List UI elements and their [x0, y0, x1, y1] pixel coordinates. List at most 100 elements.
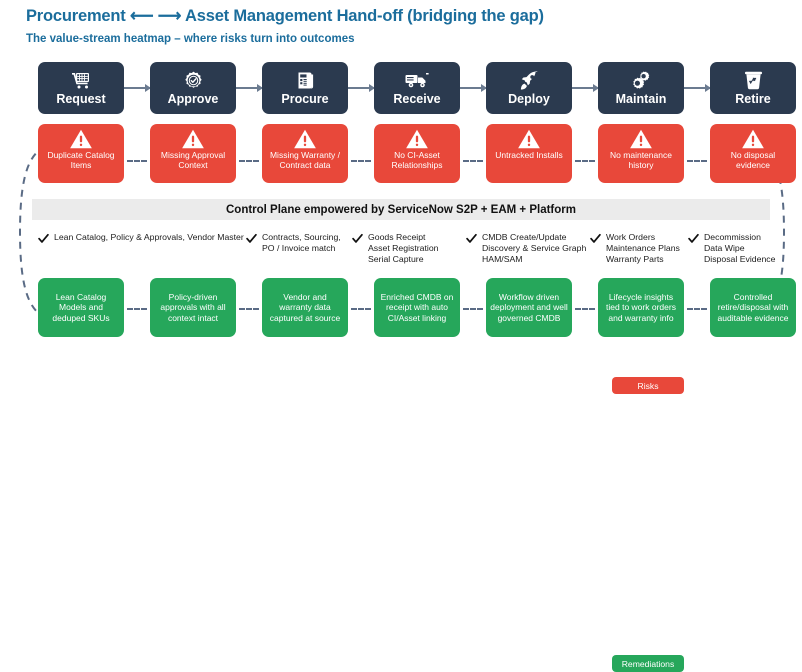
check-icon: [38, 233, 49, 243]
page-title: Procurement ⟵ ⟶ Asset Management Hand-of…: [26, 7, 544, 25]
capability-label: Lean Catalog, Policy & Approvals, Vendor…: [54, 232, 244, 242]
legend-label: Risks: [637, 380, 659, 391]
risk-label: Untracked Installs: [495, 150, 563, 160]
risk-dash-1: [127, 160, 147, 162]
remediation-label: Controlled retire/disposal with auditabl…: [717, 291, 789, 323]
stage-label: Retire: [735, 92, 771, 106]
remediation-dash-1: [127, 308, 147, 310]
risk-dash-3: [351, 160, 371, 162]
capability-label: Goods Receipt Asset Registration Serial …: [368, 232, 439, 264]
stage-arrow-6: [684, 84, 711, 92]
gears-icon: [630, 70, 652, 90]
stage-label: Request: [56, 92, 106, 106]
warning-icon: [630, 129, 652, 149]
delivery-truck-icon: [405, 70, 429, 90]
remediation-dash-6: [687, 308, 707, 310]
remediation-card-maintain[interactable]: Lifecycle insights tied to work orders a…: [598, 278, 684, 337]
remediation-card-retire[interactable]: Controlled retire/disposal with auditabl…: [710, 278, 796, 337]
capability-item-catalog: Lean Catalog, Policy & Approvals, Vendor…: [38, 232, 244, 244]
stage-label: Maintain: [615, 92, 667, 106]
stage-receive[interactable]: Receive: [374, 62, 460, 114]
stage-retire[interactable]: Retire: [710, 62, 796, 114]
recycle-bin-icon: [744, 70, 763, 90]
remediation-dash-4: [463, 308, 483, 310]
check-icon: [246, 233, 257, 243]
remediation-card-deploy[interactable]: Workflow driven deployment and well gove…: [486, 278, 572, 337]
remediation-card-receive[interactable]: Enriched CMDB on receipt with auto CI/As…: [374, 278, 460, 337]
remediation-card-approve[interactable]: Policy-driven approvals with all context…: [150, 278, 236, 337]
warning-icon: [294, 129, 316, 149]
check-icon: [352, 233, 363, 243]
warning-icon: [70, 129, 92, 149]
remediation-card-procure[interactable]: Vendor and warranty data captured at sou…: [262, 278, 348, 337]
invoice-scroll-icon: [296, 70, 314, 90]
capability-label: Work Orders Maintenance Plans Warranty P…: [606, 232, 680, 264]
risk-card-deploy[interactable]: Untracked Installs: [486, 124, 572, 183]
legend-item-risks: Risks: [612, 377, 684, 394]
stage-arrow-3: [348, 84, 375, 92]
remediation-label: Policy-driven approvals with all context…: [160, 291, 226, 323]
stage-label: Receive: [393, 92, 441, 106]
stage-label: Procure: [281, 92, 329, 106]
remediation-dash-3: [351, 308, 371, 310]
warning-icon: [518, 129, 540, 149]
check-icon: [466, 233, 477, 243]
check-icon: [590, 233, 601, 243]
remediation-label: Vendor and warranty data captured at sou…: [269, 291, 341, 323]
remediation-label: Lifecycle insights tied to work orders a…: [606, 291, 676, 323]
capability-label: CMDB Create/Update Discovery & Service G…: [482, 232, 587, 264]
risk-dash-6: [687, 160, 707, 162]
risk-dash-4: [463, 160, 483, 162]
remediation-label: Enriched CMDB on receipt with auto CI/As…: [380, 291, 454, 323]
stage-arrow-5: [572, 84, 599, 92]
stage-request[interactable]: Request: [38, 62, 124, 114]
capability-label: Decommission Data Wipe Disposal Evidence: [704, 232, 776, 264]
risk-label: Missing Approval Context: [160, 150, 226, 170]
risk-label: No maintenance history: [610, 150, 672, 170]
capability-item-goods-receipt: Goods Receipt Asset Registration Serial …: [352, 232, 439, 265]
risk-card-maintain[interactable]: No maintenance history: [598, 124, 684, 183]
stage-label: Approve: [167, 92, 219, 106]
control-plane-banner: Control Plane empowered by ServiceNow S2…: [32, 199, 770, 220]
legend: Risks Remediations: [612, 377, 684, 672]
remediation-label: Lean Catalog Models and deduped SKUs: [52, 291, 110, 323]
diagram-canvas: Procurement ⟵ ⟶ Asset Management Hand-of…: [18, 7, 796, 672]
stage-arrow-1: [124, 84, 151, 92]
remediation-card-request[interactable]: Lean Catalog Models and deduped SKUs: [38, 278, 124, 337]
shopping-cart-icon: [71, 70, 91, 90]
stage-deploy[interactable]: Deploy: [486, 62, 572, 114]
check-icon: [688, 233, 699, 243]
approval-badge-icon: [184, 70, 203, 90]
warning-icon: [182, 129, 204, 149]
capability-item-decommission: Decommission Data Wipe Disposal Evidence: [688, 232, 775, 265]
warning-icon: [406, 129, 428, 149]
risk-card-receive[interactable]: No CI-Asset Relationships: [374, 124, 460, 183]
risk-label: No disposal evidence: [730, 150, 776, 170]
capability-item-contracts: Contracts, Sourcing, PO / Invoice match: [246, 232, 341, 254]
stage-procure[interactable]: Procure: [262, 62, 348, 114]
stage-label: Deploy: [508, 92, 550, 106]
risk-label: Missing Warranty / Contract data: [269, 150, 341, 170]
remediation-label: Workflow driven deployment and well gove…: [490, 291, 568, 323]
legend-item-remediations: Remediations: [612, 655, 684, 672]
risk-card-procure[interactable]: Missing Warranty / Contract data: [262, 124, 348, 183]
capability-label: Contracts, Sourcing, PO / Invoice match: [262, 232, 341, 253]
stage-maintain[interactable]: Maintain: [598, 62, 684, 114]
remediation-dash-2: [239, 308, 259, 310]
risk-card-request[interactable]: Duplicate Catalog Items: [38, 124, 124, 183]
risk-label: No CI-Asset Relationships: [391, 150, 443, 170]
rocket-icon: [519, 70, 539, 90]
risk-dash-2: [239, 160, 259, 162]
risk-card-approve[interactable]: Missing Approval Context: [150, 124, 236, 183]
risk-dash-5: [575, 160, 595, 162]
stage-arrow-2: [236, 84, 263, 92]
page-subtitle: The value-stream heatmap – where risks t…: [26, 33, 355, 45]
warning-icon: [742, 129, 764, 149]
capability-item-cmdb: CMDB Create/Update Discovery & Service G…: [466, 232, 586, 265]
risk-card-retire[interactable]: No disposal evidence: [710, 124, 796, 183]
control-plane-label: Control Plane empowered by ServiceNow S2…: [225, 203, 576, 216]
risk-label: Duplicate Catalog Items: [47, 150, 115, 170]
remediation-dash-5: [575, 308, 595, 310]
stage-approve[interactable]: Approve: [150, 62, 236, 114]
stage-arrow-4: [460, 84, 487, 92]
